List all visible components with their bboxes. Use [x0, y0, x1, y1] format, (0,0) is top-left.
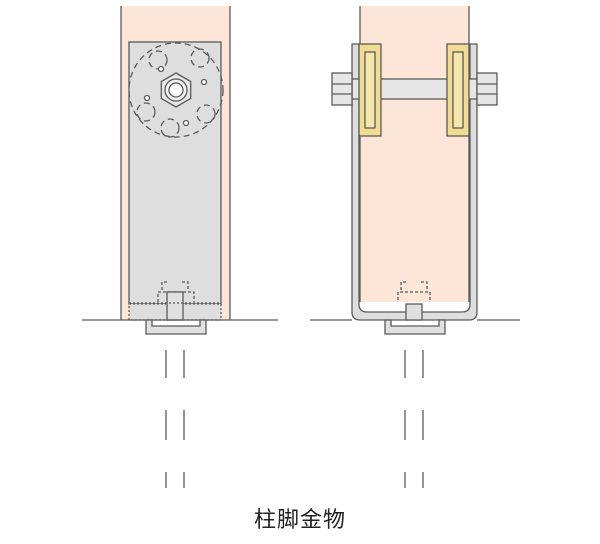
anchor-bolts-side: [404, 350, 424, 488]
side-nuts: [331, 72, 498, 106]
u-bracket: [351, 43, 478, 321]
base-plate-side: [384, 319, 446, 335]
front-view: [82, 6, 278, 488]
small-holes: [143, 65, 208, 127]
base-plate-front: [145, 319, 207, 335]
bolt-pattern: [128, 42, 224, 138]
bolt-head: [168, 82, 184, 98]
base-connector-side: [397, 281, 431, 321]
anchor-bolts-front: [165, 350, 185, 488]
side-view: [310, 6, 520, 488]
diagram-caption: 柱脚金物: [253, 508, 346, 533]
base-connector-front: [129, 281, 221, 321]
washer-plates: [358, 43, 470, 137]
